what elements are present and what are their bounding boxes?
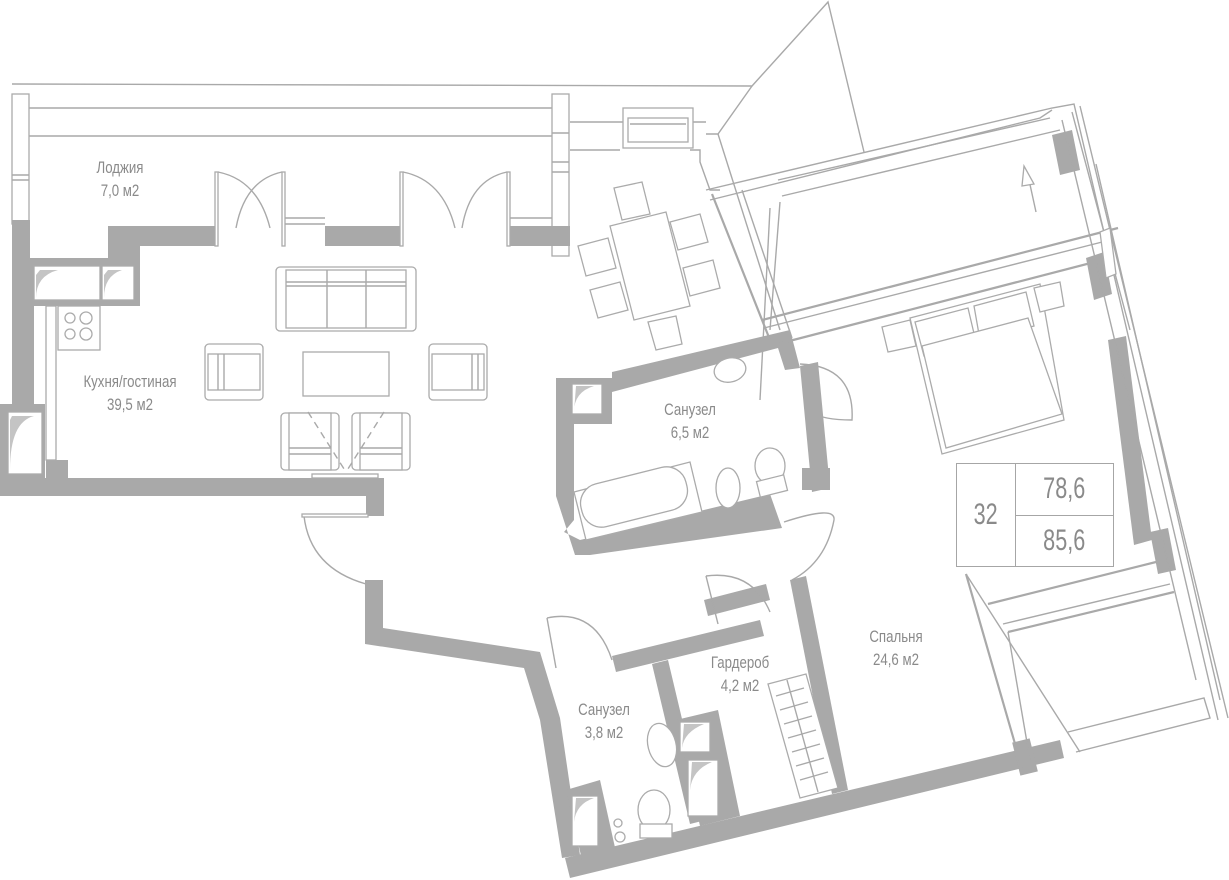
- kitchen-cabinets: [7, 265, 135, 475]
- bathroom-small-fixtures: [571, 721, 719, 847]
- room-area: 24,6 м2: [873, 650, 919, 669]
- room-area: 39,5 м2: [107, 395, 153, 414]
- wardrobe-rack-icon: [767, 673, 839, 799]
- room-name: Гардероб: [710, 653, 770, 672]
- total-area-value: 85,6: [1043, 523, 1086, 557]
- loggia-frame: [11, 93, 570, 257]
- apartment-info-table: 32 78,6 85,6: [956, 463, 1114, 567]
- total-area: 85,6: [1016, 516, 1113, 567]
- room-name: Санузел: [664, 400, 716, 419]
- dining-table-icon: [577, 181, 721, 351]
- facade-lines: [705, 103, 1229, 721]
- room-name: Санузел: [578, 700, 630, 719]
- toilet-icon: [754, 447, 789, 498]
- room-label-bathroom-large: Санузел 6,5 м2: [643, 398, 737, 444]
- structural-diagonals: [710, 189, 1211, 769]
- bathroom-large-fixtures: [571, 357, 789, 541]
- sink-icon: [713, 357, 747, 383]
- bathtub-icon: [573, 461, 703, 541]
- living-area: 78,6: [1016, 464, 1113, 516]
- room-area: 7,0 м2: [100, 181, 140, 200]
- room-label-kitchen-living: Кухня/гостиная 39,5 м2: [75, 370, 184, 416]
- room-area: 4,2 м2: [720, 676, 760, 695]
- room-label-bedroom: Спальня 24,6 м2: [849, 625, 943, 671]
- apartment-number-value: 32: [973, 498, 999, 531]
- room-label-bathroom-small: Санузел 3,8 м2: [557, 698, 651, 744]
- living-area-value: 78,6: [1043, 472, 1086, 506]
- coffee-table-icon: [302, 351, 390, 397]
- room-name: Спальня: [869, 627, 923, 646]
- stove-icon: [57, 305, 101, 351]
- room-area: 6,5 м2: [670, 423, 710, 442]
- bidet-icon: [715, 467, 741, 509]
- north-arrow-icon: [1021, 163, 1037, 213]
- apartment-number: 32: [957, 464, 1016, 566]
- bed-icon: [881, 281, 1065, 455]
- room-name: Кухня/гостиная: [83, 372, 177, 391]
- sink-icon: [646, 722, 678, 768]
- balcony-railing: [622, 107, 694, 149]
- armchair-icon: [204, 343, 488, 479]
- door-swing-icon: [214, 171, 853, 669]
- room-area: 3,8 м2: [584, 723, 624, 742]
- sofa-icon: [275, 266, 417, 332]
- room-name: Лоджия: [96, 158, 144, 177]
- room-label-wardrobe: Гардероб 4,2 м2: [693, 651, 787, 697]
- room-label-loggia: Лоджия 7,0 м2: [73, 156, 167, 202]
